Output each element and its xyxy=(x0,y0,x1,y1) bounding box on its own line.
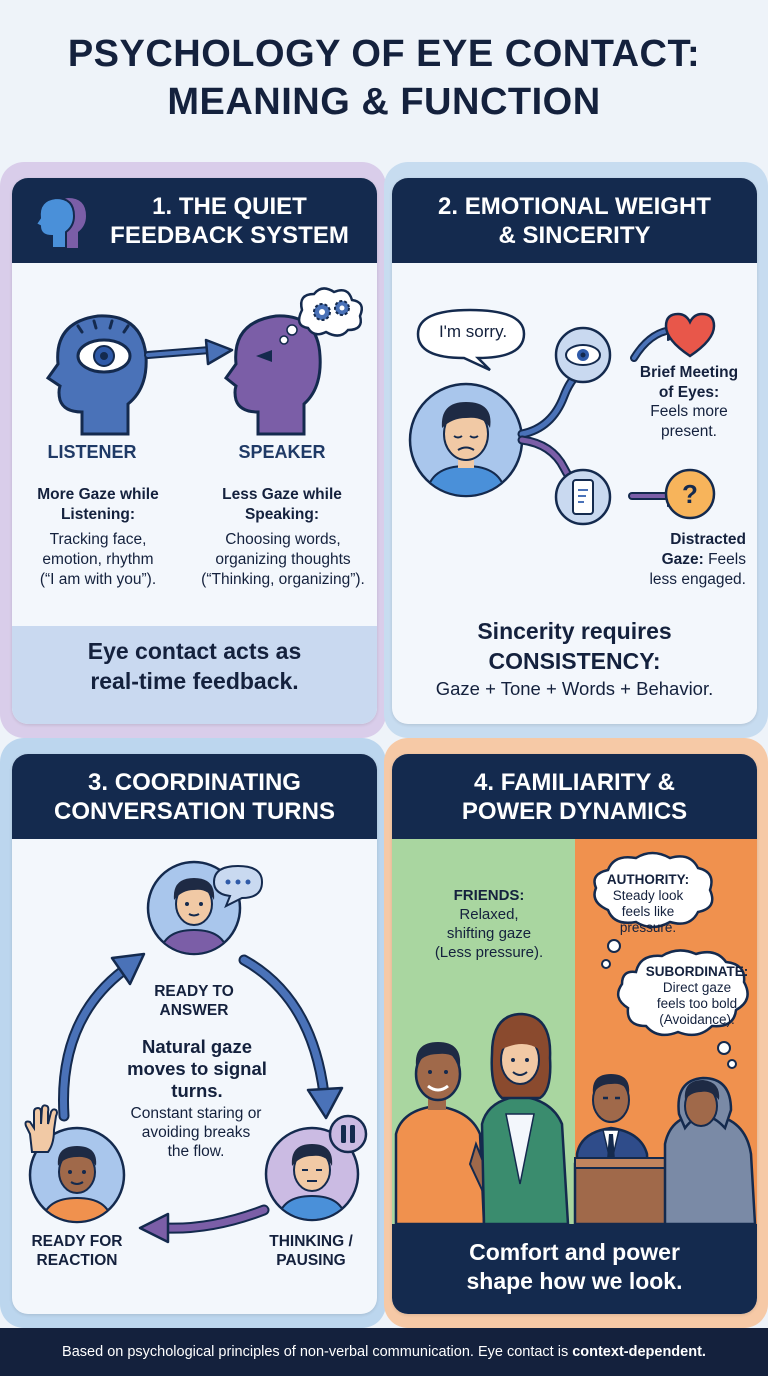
thinking-pausing-label: THINKING / PAUSING xyxy=(269,1233,353,1269)
footer: Based on psychological principles of non… xyxy=(0,1328,768,1376)
authority-text: AUTHORITY: Steady look feels like pressu… xyxy=(606,872,690,935)
page-title: PSYCHOLOGY OF EYE CONTACT: MEANING & FUN… xyxy=(0,30,768,126)
thought-clouds-icon xyxy=(593,851,749,1069)
page-title-line2: MEANING & FUNCTION xyxy=(167,81,601,123)
speaker-label: SPEAKER xyxy=(238,442,326,462)
speaker-head-thought-gears-icon xyxy=(223,287,363,436)
page-title-line1: PSYCHOLOGY OF EYE CONTACT: xyxy=(67,33,701,75)
footer-bold: context-dependent. xyxy=(572,1344,706,1360)
eye-icon xyxy=(554,326,612,384)
svg-text:?: ? xyxy=(682,479,698,509)
friends-text: FRIENDS: Relaxed, shifting gaze (Less pr… xyxy=(434,887,544,961)
panel2-heading: 2. EMOTIONAL WEIGHT & SINCERITY xyxy=(392,178,757,263)
boss-desk-illustration-icon xyxy=(573,1074,757,1226)
listener-label: LISTENER xyxy=(47,442,137,462)
speaker-title: Less Gaze while Speaking: xyxy=(222,486,342,523)
heart-icon xyxy=(664,312,716,358)
arrow-right-icon xyxy=(144,338,234,366)
panel2-summary: Sincerity requires CONSISTENCY: xyxy=(477,618,672,674)
thinking-person-icon xyxy=(264,1126,360,1222)
panel-power-dynamics: 4. FAMILIARITY & POWER DYNAMICS FRIENDS:… xyxy=(392,754,757,1314)
panel1-summary-band xyxy=(12,626,377,724)
two-heads-icon xyxy=(34,196,86,249)
friends-illustration-icon xyxy=(394,1012,570,1226)
speech-bubble-text: I'm sorry. xyxy=(438,322,508,341)
speech-bubble-icon xyxy=(416,308,526,372)
listener-description: Tracking face, emotion, rhythm (“I am wi… xyxy=(39,531,157,588)
subordinate-text: SUBORDINATE: Direct gaze feels too bold … xyxy=(645,964,749,1027)
panel-conversation-turns: 3. COORDINATING CONVERSATION TURNS xyxy=(12,754,377,1314)
panel4-summary-band xyxy=(392,1224,757,1314)
footer-text: Based on psychological principles of non… xyxy=(62,1344,569,1360)
panel-emotional-weight: 2. EMOTIONAL WEIGHT & SINCERITY I'm sorr… xyxy=(392,178,757,724)
cycle-arrow-icon xyxy=(58,952,344,1244)
speaker-description: Choosing words, organizing thoughts (“Th… xyxy=(201,531,365,588)
turn-center-text: Constant staring or avoiding breaks the … xyxy=(130,1105,262,1160)
phone-icon xyxy=(554,468,612,526)
ready-for-reaction-label: READY FOR REACTION xyxy=(31,1233,123,1269)
panel-feedback-system: 1. THE QUIET FEEDBACK SYSTEM LISTENER SP… xyxy=(12,178,377,724)
panel4-heading: 4. FAMILIARITY & POWER DYNAMICS xyxy=(392,754,757,839)
panel3-heading: 3. COORDINATING CONVERSATION TURNS xyxy=(12,754,377,839)
raised-hand-icon xyxy=(24,1104,58,1153)
distracted-gaze-text: Distracted Gaze: Feels less engaged. xyxy=(649,531,746,588)
brief-meeting-description: Feels more present. xyxy=(650,403,728,440)
question-icon: ? xyxy=(664,468,716,520)
panel2-summary-formula: Gaze + Tone + Words + Behavior. xyxy=(435,678,714,699)
panel4-summary: Comfort and power shape how we look. xyxy=(466,1239,683,1294)
ready-for-reaction-person-icon xyxy=(28,1126,126,1224)
panel1-summary: Eye contact acts as real-time feedback. xyxy=(87,638,302,694)
listener-title: More Gaze while Listening: xyxy=(37,486,159,523)
sad-person-icon xyxy=(408,382,524,498)
turn-center-bold: Natural gaze moves to signal turns. xyxy=(127,1036,267,1101)
ready-to-answer-label: READY TO ANSWER xyxy=(154,983,234,1019)
listener-head-eye-icon xyxy=(45,314,148,436)
pause-icon xyxy=(328,1114,368,1154)
speech-dots-icon xyxy=(212,864,264,909)
brief-meeting-title: Brief Meeting of Eyes: xyxy=(639,364,739,401)
